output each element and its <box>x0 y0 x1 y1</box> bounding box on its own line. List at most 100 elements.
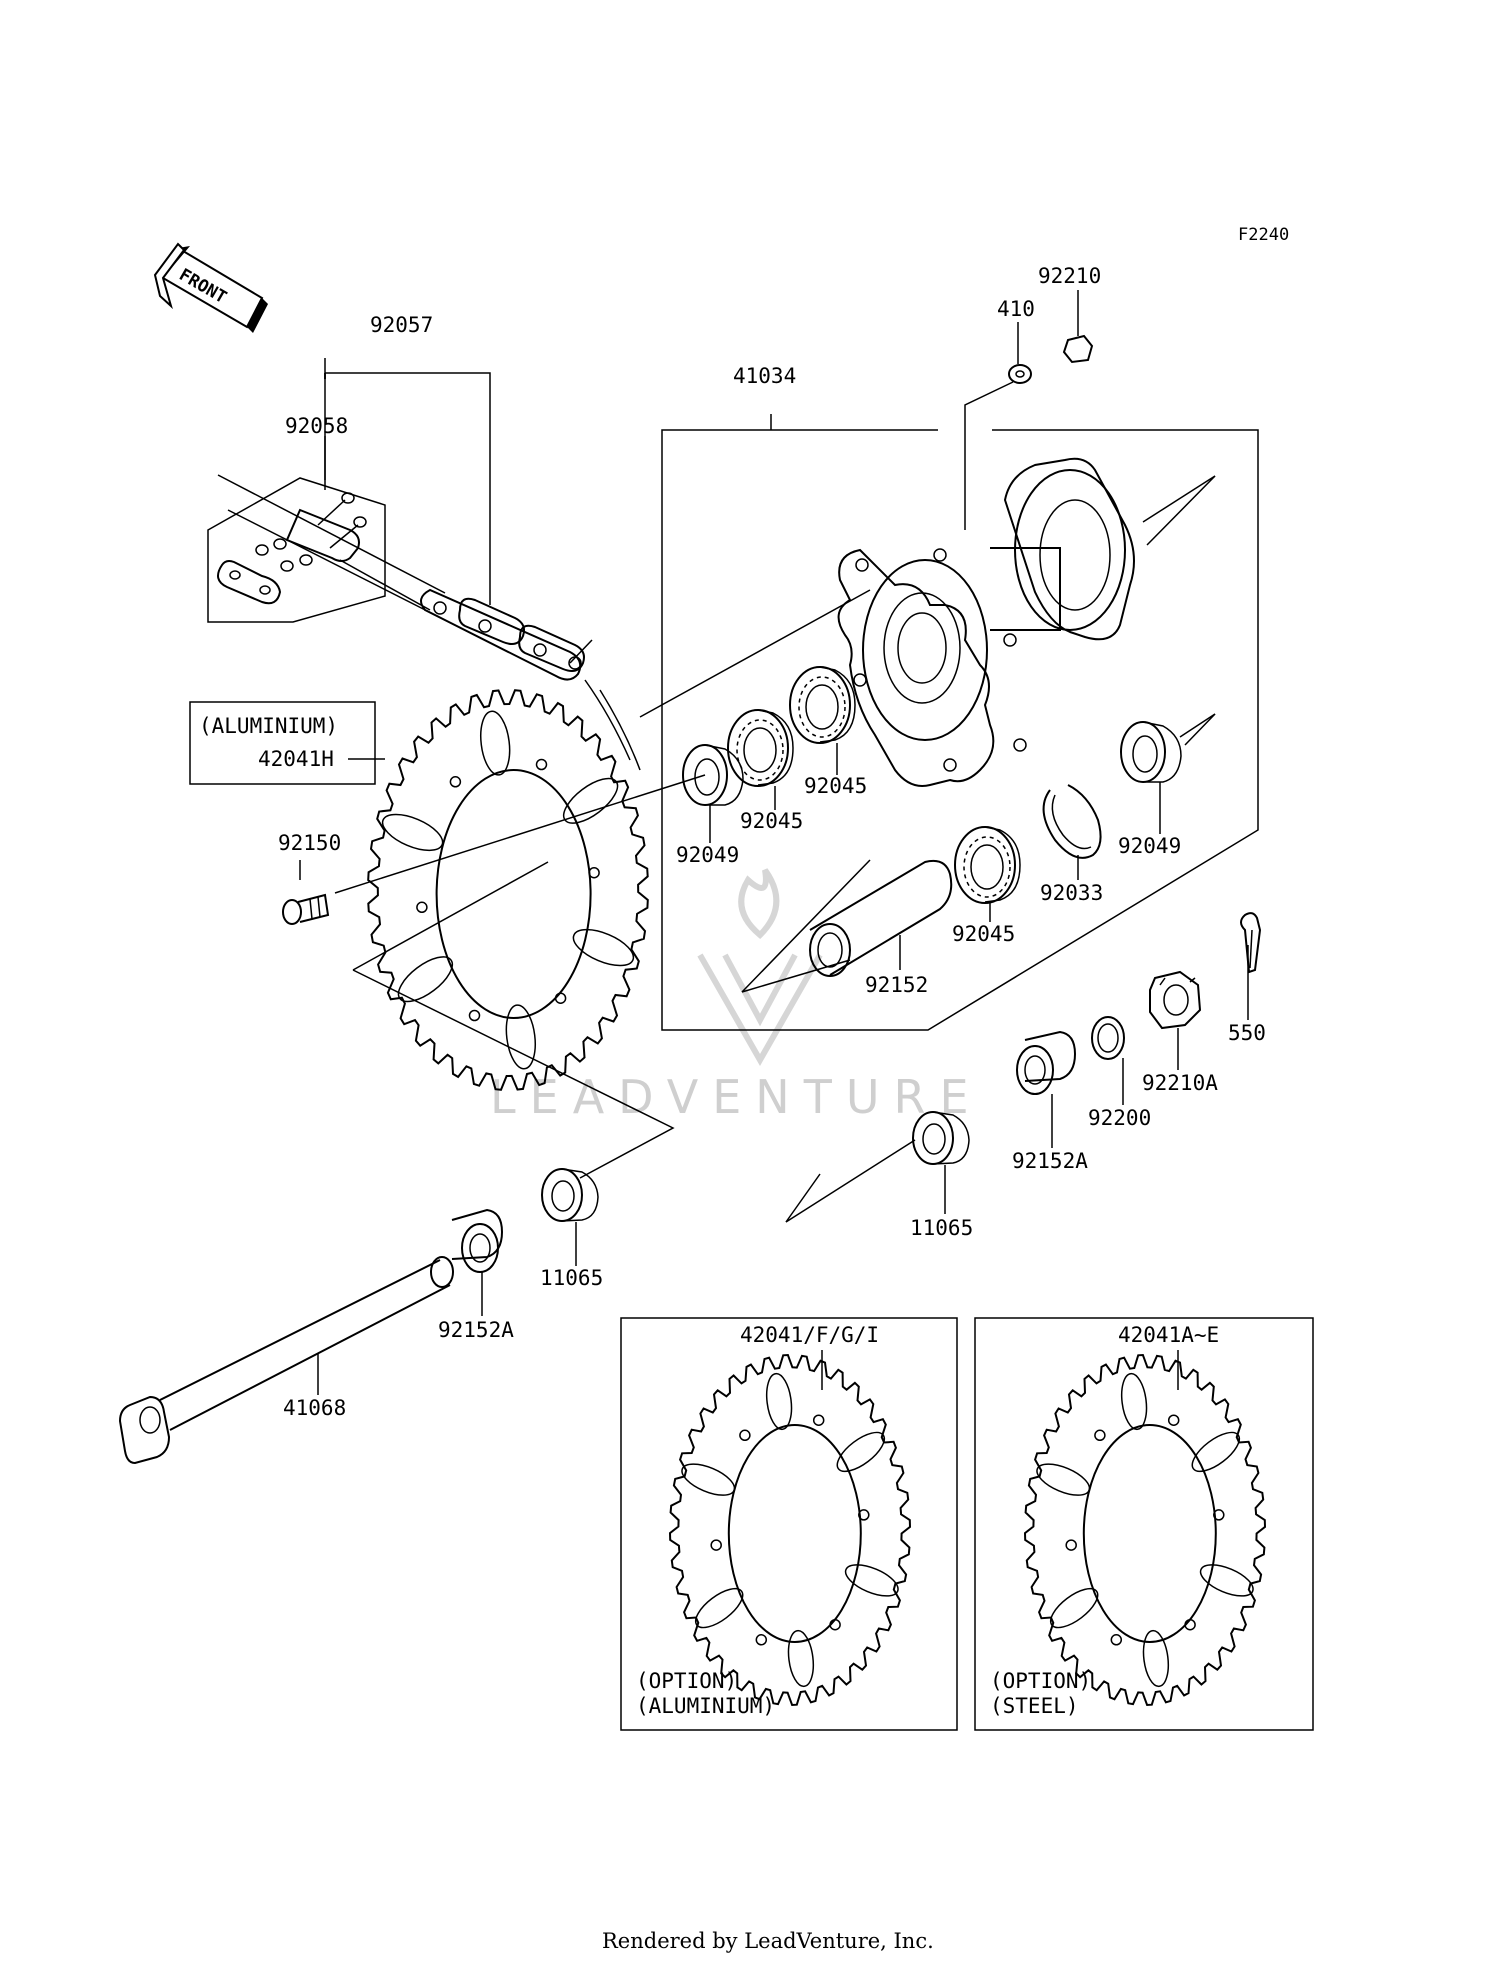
option-aluminium-box <box>620 1317 958 1731</box>
label-92058[interactable]: 92058 <box>285 414 348 438</box>
sprocket-bolt-hole <box>755 1634 768 1646</box>
option-aluminium-line1: (OPTION) <box>636 1669 737 1693</box>
sprocket-cutout <box>480 710 511 776</box>
collar-92152a-left <box>451 1208 504 1273</box>
nut-92210a <box>1149 970 1202 1030</box>
sprocket-cutout <box>836 1431 886 1473</box>
bearing-92045-a <box>727 709 794 787</box>
oil-seal-92049-right <box>1120 721 1182 783</box>
sprocket-option-steel <box>1023 1353 1267 1707</box>
sprocket-cutout <box>1142 1629 1170 1688</box>
sprocket-option-aluminium <box>668 1353 912 1707</box>
sprocket-bolt-hole <box>858 1509 870 1521</box>
label-92200[interactable]: 92200 <box>1088 1106 1151 1130</box>
label-92057[interactable]: 92057 <box>370 313 433 337</box>
sprocket-cutout <box>1036 1463 1091 1496</box>
sprocket-bolt-hole <box>829 1618 841 1631</box>
sprocket-cutout <box>1049 1587 1099 1629</box>
label-92152a-right[interactable]: 92152A <box>1012 1149 1088 1173</box>
footer-credit: Rendered by LeadVenture, Inc. <box>602 1929 934 1953</box>
sprocket-center-bore <box>1082 1424 1217 1643</box>
sprocket-cutout <box>572 928 635 967</box>
chain-group <box>207 358 641 771</box>
sprocket-bolt-hole <box>1094 1429 1106 1442</box>
drawing-code: F2240 <box>1238 225 1289 245</box>
front-arrow-icon: FRONT <box>153 242 268 333</box>
sprocket-bolt-hole <box>449 776 462 788</box>
label-11065-right[interactable]: 11065 <box>910 1216 973 1240</box>
sprocket-center-bore <box>435 769 592 1019</box>
sprocket-42041h <box>367 689 649 1091</box>
nut-92210 <box>1062 334 1094 364</box>
label-410[interactable]: 410 <box>997 297 1035 321</box>
collar-11065-right <box>912 1111 970 1165</box>
label-92045-b[interactable]: 92045 <box>804 774 867 798</box>
sprocket-bolt-hole <box>416 901 428 914</box>
label-42041h-note[interactable]: (ALUMINIUM) <box>199 714 338 738</box>
cotter-pin-550 <box>1240 912 1262 974</box>
sprocket-cutout <box>844 1564 899 1597</box>
option-steel-line2: (STEEL) <box>990 1694 1079 1718</box>
label-92152[interactable]: 92152 <box>865 973 928 997</box>
hub-assembly-box <box>661 429 1259 1031</box>
label-41034[interactable]: 41034 <box>733 364 796 388</box>
sprocket-center-bore <box>727 1424 862 1643</box>
axle-41068 <box>118 1256 454 1465</box>
sprocket-cutout <box>1199 1564 1254 1597</box>
washer-92200 <box>1091 1016 1125 1060</box>
sprocket-cutout <box>505 1004 536 1070</box>
sprocket-bolt-hole <box>535 758 548 771</box>
label-42041h[interactable]: 42041H <box>258 747 334 771</box>
label-92049-left[interactable]: 92049 <box>676 843 739 867</box>
option-aluminium-line2: (ALUMINIUM) <box>636 1694 775 1718</box>
watermark-text: LEADVENTURE <box>490 1070 983 1124</box>
sprocket-cutout <box>694 1587 744 1629</box>
label-92210[interactable]: 92210 <box>1038 264 1101 288</box>
label-550[interactable]: 550 <box>1228 1021 1266 1045</box>
bolt-92150 <box>282 893 330 925</box>
sprocket-bolt-hole <box>1213 1509 1225 1521</box>
sprocket-cutout <box>681 1463 736 1496</box>
sprocket-bolt-hole <box>1065 1539 1077 1551</box>
label-92049-right[interactable]: 92049 <box>1118 834 1181 858</box>
option-steel-box <box>974 1317 1314 1731</box>
bearing-92045-b <box>789 666 856 744</box>
collar-92152a-right <box>1016 1030 1077 1095</box>
sprocket-cutout <box>381 813 444 852</box>
bearing-92045-c <box>954 826 1021 904</box>
label-92045-c[interactable]: 92045 <box>952 922 1015 946</box>
sprocket-bolt-hole <box>588 866 600 879</box>
label-92033[interactable]: 92033 <box>1040 881 1103 905</box>
aluminium-note-box <box>189 701 376 785</box>
sprocket-cutout <box>765 1372 793 1431</box>
label-92045-a[interactable]: 92045 <box>740 809 803 833</box>
sprocket-cutout <box>397 956 454 1003</box>
sprocket-bolt-hole <box>1184 1618 1196 1631</box>
sprocket-cutout <box>1120 1372 1148 1431</box>
collar-11065-left <box>541 1168 599 1222</box>
label-92210a[interactable]: 92210A <box>1142 1071 1218 1095</box>
sprocket-teeth <box>367 689 649 1091</box>
option-steel-line1: (OPTION) <box>990 1669 1091 1693</box>
sprocket-cutout <box>562 777 619 824</box>
sprocket-bolt-hole <box>739 1429 751 1442</box>
collar-92152 <box>809 859 953 977</box>
label-41068[interactable]: 41068 <box>283 1396 346 1420</box>
option-aluminium-part[interactable]: 42041/F/G/I <box>740 1323 879 1347</box>
circlip-92033 <box>1042 784 1102 859</box>
sprocket-bolt-hole <box>1110 1634 1123 1646</box>
label-92150[interactable]: 92150 <box>278 831 341 855</box>
sprocket-teeth <box>1023 1353 1267 1707</box>
sprocket-teeth <box>668 1353 912 1707</box>
sprocket-bolt-hole <box>710 1539 722 1551</box>
washer-410 <box>1008 364 1032 384</box>
sprocket-cutout <box>1191 1431 1241 1473</box>
label-11065-left[interactable]: 11065 <box>540 1266 603 1290</box>
watermark-logo <box>697 868 823 1067</box>
option-steel-part[interactable]: 42041A~E <box>1118 1323 1219 1347</box>
sprocket-cutout <box>787 1629 815 1688</box>
sprocket-bolt-hole <box>1167 1414 1180 1426</box>
label-92152a-left[interactable]: 92152A <box>438 1318 514 1342</box>
sprocket-bolt-hole <box>812 1414 825 1426</box>
